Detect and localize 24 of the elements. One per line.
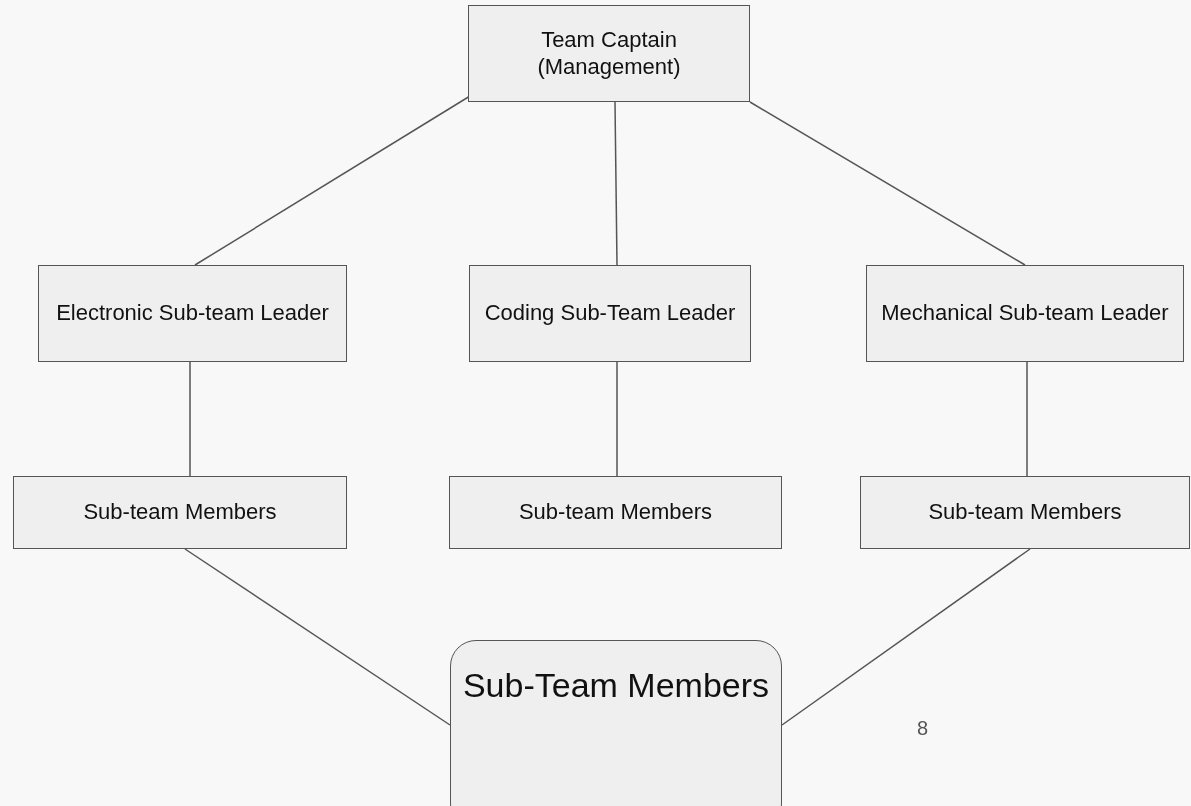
org-box xyxy=(860,476,1190,549)
org-box xyxy=(468,5,750,102)
box-label: Mechanical Sub-team Leader xyxy=(881,300,1169,327)
box-label: Coding Sub-Team Leader xyxy=(484,300,736,327)
org-box xyxy=(38,265,347,362)
connector-line xyxy=(616,361,618,477)
box-label: Sub-team Members xyxy=(83,499,277,526)
org-box xyxy=(469,265,751,362)
connector-line xyxy=(614,101,618,266)
box-label: Electronic Sub-team Leader xyxy=(56,300,329,327)
box-label: Sub-team Members xyxy=(518,499,713,526)
rounded-box xyxy=(450,640,782,806)
connector-line xyxy=(1026,361,1028,477)
box-label: Sub-Team Members xyxy=(462,665,770,706)
connector-line xyxy=(189,361,191,477)
box-label: Sub-team Members xyxy=(928,499,1122,526)
page-number: 8 xyxy=(917,717,929,740)
connector-line xyxy=(749,101,1026,266)
org-box xyxy=(449,476,782,549)
org-box xyxy=(13,476,347,549)
org-box xyxy=(866,265,1184,362)
box-label: Team Captain (Management) xyxy=(536,27,682,80)
connector-line xyxy=(184,548,451,726)
connector-line xyxy=(781,548,1031,726)
